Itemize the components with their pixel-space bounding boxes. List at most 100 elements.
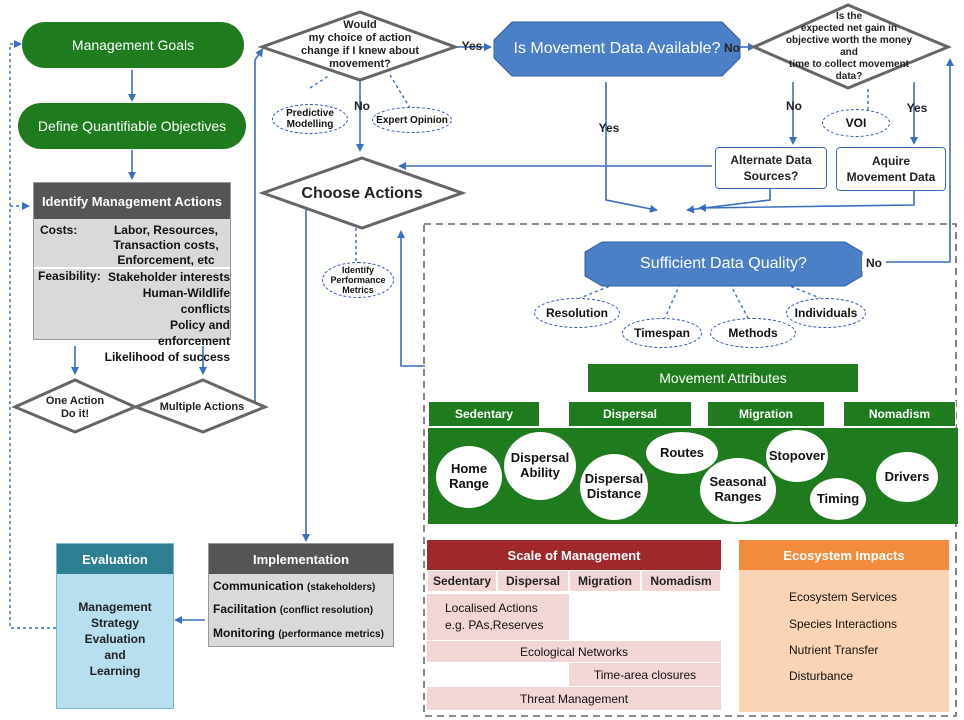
evaluation-line-2: Strategy [90, 616, 140, 630]
predictive-modelling-ellipse: Predictive Modelling [272, 104, 348, 134]
objectives-label: Define Quantifiable Objectives [37, 118, 227, 134]
individuals-ellipse: Individuals [786, 298, 866, 328]
metrics-line-2: Performance [330, 275, 386, 285]
attr-stopover-l1: Stopover [768, 447, 826, 463]
attr-timing: Timing [810, 478, 866, 520]
dotted-expert [389, 74, 411, 109]
choice-question-diamond [257, 10, 460, 82]
costs-line-3: Enforcement, etc [117, 253, 215, 267]
choice-question-line-4: movement? [329, 58, 391, 70]
scale-header-sedentary: Sedentary [427, 570, 497, 592]
net-gain-text: Is the expected net gain in objective wo… [784, 11, 914, 82]
costs-line-1: Labor, Resources, [113, 223, 219, 237]
arrow-multiple-question [254, 48, 264, 407]
evaluation-line-3: Evaluation [84, 632, 146, 646]
metrics-line-3: Metrics [342, 285, 374, 295]
feasibility-line-3: Policy and enforcement [157, 318, 230, 348]
impl-monitoring-sub: (performance metrics) [278, 629, 384, 640]
performance-metrics-ellipse: Identify Performance Metrics [322, 262, 394, 298]
metrics-line-1: Identify [341, 265, 374, 275]
scale-threat-management: Threat Management [427, 686, 721, 710]
movement-available-label: Is Movement Data Available? [513, 40, 721, 57]
attr-seasonal-ranges-l2: Ranges [714, 489, 762, 504]
ecosystem-impacts-box: Ecosystem Impacts Ecosystem Services Spe… [739, 540, 949, 712]
voi-ellipse: VOI [822, 109, 890, 137]
choice-question-line-3: change if I knew about [301, 45, 419, 57]
objectives-node: Define Quantifiable Objectives [18, 103, 246, 149]
one-action-line-2: Do it! [60, 408, 90, 420]
costs-label: Costs: [40, 223, 78, 237]
choose-actions-label: Choose Actions [301, 185, 423, 202]
feasibility-line-4: Likelihood of success [104, 350, 230, 364]
costs-text: Labor, Resources, Transaction costs, Enf… [104, 223, 228, 268]
ecosystem-item-services: Ecosystem Services [789, 590, 898, 604]
evaluation-text: Management Strategy Evaluation and Learn… [57, 596, 173, 682]
attr-seasonal-ranges-l1: Seasonal [709, 474, 767, 490]
evaluation-title: Evaluation [57, 544, 173, 574]
data-quality-octagon [584, 241, 863, 287]
attr-stopover: Stopover [766, 430, 828, 482]
timespan-ellipse: Timespan [622, 318, 702, 348]
yes-label-question: Yes [461, 39, 483, 53]
attr-dispersal-ability-l2: Ability [520, 465, 560, 480]
impl-facilitation-main: Facilitation [213, 602, 277, 616]
scale-header-migration: Migration [569, 570, 641, 592]
expert-opinion-ellipse: Expert Opinion [372, 107, 452, 133]
dotted-methods [729, 283, 749, 319]
movement-attributes-title: Movement Attributes [588, 364, 858, 392]
yes-label-available: Yes [598, 121, 620, 135]
implementation-box: Implementation Communication (stakeholde… [208, 543, 394, 647]
dotted-timespan [664, 283, 681, 319]
choice-question-line-2: my choice of action [308, 32, 412, 44]
scale-title: Scale of Management [427, 540, 721, 570]
choice-question-text: Would my choice of action change if I kn… [290, 17, 430, 73]
ecosystem-item-disturbance: Disturbance [789, 669, 854, 683]
costs-line-2: Transaction costs, [113, 238, 219, 252]
no-label-available: No [724, 41, 740, 55]
impl-row-communication: Communication (stakeholders) [213, 579, 375, 593]
movement-available-octagon [493, 21, 741, 77]
attr-dispersal-distance-l2: Distance [586, 486, 642, 501]
no-label-netgain: No [786, 99, 802, 113]
one-action-label: One Action Do it! [30, 394, 120, 422]
attr-drivers-l1: Drivers [884, 468, 930, 484]
feasibility-line-1: Stakeholder interests [107, 270, 230, 284]
predictive-line-1: Predictive [286, 108, 334, 119]
ecosystem-title: Ecosystem Impacts [739, 540, 949, 570]
predictive-line-2: Modelling [286, 119, 334, 130]
attr-dispersal-ability-l1: Dispersal [510, 450, 570, 466]
yes-label-netgain: Yes [906, 101, 928, 115]
attr-drivers: Drivers [876, 452, 938, 502]
choose-actions-diamond [258, 156, 467, 230]
scale-time-area: Time-area closures [569, 662, 721, 686]
evaluation-box: Evaluation Management Strategy Evaluatio… [56, 543, 174, 709]
acquire-data-box: Aquire Movement Data [836, 147, 946, 191]
feasibility-text: Stakeholder interests Human-Wildlife con… [100, 269, 230, 365]
actions-divider [34, 267, 230, 269]
feasibility-label: Feasibility: [38, 269, 101, 283]
tab-migration: Migration [707, 401, 825, 427]
attr-routes-l1: Routes [659, 444, 705, 460]
quality-region-border [423, 223, 957, 717]
tab-nomadism: Nomadism [843, 401, 956, 427]
net-gain-line-2: expected net gain in [800, 23, 898, 34]
net-gain-line-4: time to collect movement [788, 59, 910, 70]
scale-header-dispersal: Dispersal [497, 570, 569, 592]
scale-management-box: Scale of Management Sedentary Dispersal … [427, 540, 721, 712]
attr-home-range-l2: Range [449, 476, 489, 491]
impl-communication-sub: (stakeholders) [307, 582, 376, 593]
one-action-line-1: One Action [45, 395, 105, 407]
ecosystem-item-nutrient: Nutrient Transfer [789, 643, 879, 657]
no-label-question: No [354, 99, 370, 113]
arrow-alternate-quality [686, 188, 771, 214]
alternate-sources-box: Alternate Data Sources? [715, 147, 827, 189]
attr-timing-l1: Timing [816, 490, 860, 506]
implementation-title: Implementation [209, 544, 393, 574]
ecosystem-item-interactions: Species Interactions [789, 617, 898, 631]
scale-ecological-networks: Ecological Networks [427, 640, 721, 662]
